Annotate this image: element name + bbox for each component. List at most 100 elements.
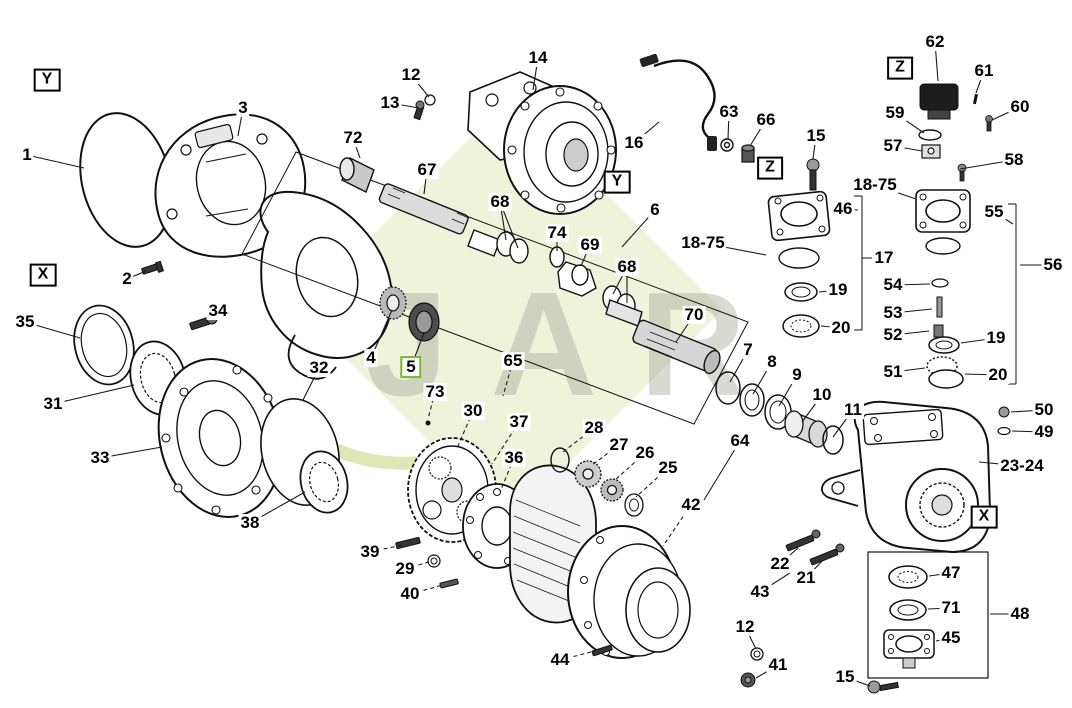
- part-callout-18-75[interactable]: 18-75: [851, 175, 899, 195]
- part-callout-39[interactable]: 39: [358, 542, 382, 562]
- part-callout-40[interactable]: 40: [398, 584, 422, 604]
- part-callout-47[interactable]: 47: [939, 563, 963, 583]
- part-callout-56[interactable]: 56: [1041, 255, 1065, 275]
- part-callout-49[interactable]: 49: [1032, 422, 1056, 442]
- part-callout-31[interactable]: 31: [41, 394, 65, 414]
- part-callout-7[interactable]: 7: [741, 340, 755, 360]
- part-callout-21[interactable]: 21: [794, 568, 818, 588]
- part-callout-54[interactable]: 54: [881, 275, 905, 295]
- part-callout-72[interactable]: 72: [341, 128, 365, 148]
- part-callout-16[interactable]: 16: [622, 133, 646, 153]
- part-plug-52: [933, 324, 944, 338]
- part-callout-12[interactable]: 12: [399, 65, 423, 85]
- part-callout-2[interactable]: 2: [120, 269, 134, 289]
- part-callout-61[interactable]: 61: [972, 61, 996, 81]
- part-callout-12[interactable]: 12: [733, 617, 757, 637]
- part-callout-41[interactable]: 41: [766, 655, 790, 675]
- part-callout-1[interactable]: 1: [20, 145, 34, 165]
- part-bolt-22: [785, 529, 821, 552]
- part-callout-71[interactable]: 71: [939, 598, 963, 618]
- part-callout-15[interactable]: 15: [833, 667, 857, 687]
- part-callout-64[interactable]: 64: [728, 431, 752, 451]
- leader-line-39: [369, 544, 403, 553]
- part-callout-46[interactable]: 46: [831, 199, 855, 219]
- part-callout-42[interactable]: 42: [679, 495, 703, 515]
- part-callout-53[interactable]: 53: [881, 303, 905, 323]
- part-callout-35[interactable]: 35: [13, 312, 37, 332]
- part-callout-58[interactable]: 58: [1002, 150, 1026, 170]
- part-callout-17[interactable]: 17: [872, 248, 896, 268]
- part-ring-19-left: [784, 282, 818, 302]
- part-callout-19[interactable]: 19: [826, 280, 850, 300]
- part-callout-34[interactable]: 34: [206, 301, 230, 321]
- view-marker-y: Y: [603, 170, 631, 194]
- part-callout-13[interactable]: 13: [378, 93, 402, 113]
- part-callout-63[interactable]: 63: [717, 102, 741, 122]
- part-callout-62[interactable]: 62: [923, 32, 947, 52]
- part-callout-22[interactable]: 22: [768, 554, 792, 574]
- part-callout-59[interactable]: 59: [883, 103, 907, 123]
- part-callout-37[interactable]: 37: [507, 412, 531, 432]
- part-bushing-5: [408, 302, 440, 342]
- part-callout-25[interactable]: 25: [656, 458, 680, 478]
- part-callout-32[interactable]: 32: [307, 358, 331, 378]
- part-callout-30[interactable]: 30: [461, 401, 485, 421]
- part-callout-20[interactable]: 20: [986, 365, 1010, 385]
- part-pin-53: [936, 296, 943, 318]
- part-callout-29[interactable]: 29: [393, 559, 417, 579]
- part-callout-11[interactable]: 11: [842, 400, 864, 420]
- leader-line-1: [26, 154, 85, 169]
- part-callout-57[interactable]: 57: [881, 136, 905, 156]
- part-callout-27[interactable]: 27: [607, 435, 631, 455]
- view-marker-x: X: [29, 263, 57, 287]
- part-bearing-20-left: [782, 314, 820, 338]
- part-callout-10[interactable]: 10: [810, 385, 834, 405]
- part-callout-6[interactable]: 6: [648, 200, 662, 220]
- part-callout-52[interactable]: 52: [881, 325, 905, 345]
- part-wheel-hub-33: [157, 358, 283, 518]
- part-gear-27: [574, 460, 602, 488]
- part-callout-74[interactable]: 74: [545, 223, 569, 243]
- part-washer-12a: [424, 94, 436, 106]
- part-callout-36[interactable]: 36: [502, 448, 526, 468]
- part-callout-26[interactable]: 26: [633, 443, 657, 463]
- part-callout-68[interactable]: 68: [488, 192, 512, 212]
- part-callout-70[interactable]: 70: [682, 305, 706, 325]
- part-callout-23-24[interactable]: 23-24: [998, 456, 1046, 476]
- part-ujoint-68a: [467, 229, 529, 264]
- part-callout-9[interactable]: 9: [790, 365, 804, 385]
- part-callout-55[interactable]: 55: [982, 202, 1006, 222]
- part-callout-65[interactable]: 65: [501, 351, 525, 371]
- part-callout-69[interactable]: 69: [578, 235, 602, 255]
- part-callout-68[interactable]: 68: [615, 257, 639, 277]
- part-callout-44[interactable]: 44: [548, 650, 572, 670]
- part-callout-67[interactable]: 67: [415, 160, 439, 180]
- part-callout-50[interactable]: 50: [1032, 400, 1056, 420]
- part-callout-14[interactable]: 14: [526, 48, 550, 68]
- part-screw-58: [957, 163, 967, 182]
- part-callout-8[interactable]: 8: [765, 352, 779, 372]
- part-wheel-hub-42: [567, 525, 691, 659]
- part-callout-5[interactable]: 5: [400, 356, 422, 378]
- part-bearing-47: [888, 565, 928, 589]
- part-callout-4[interactable]: 4: [364, 348, 378, 368]
- part-callout-18-75[interactable]: 18-75: [679, 233, 727, 253]
- part-bolt-39: [395, 536, 421, 550]
- part-callout-45[interactable]: 45: [939, 628, 963, 648]
- part-callout-28[interactable]: 28: [582, 418, 606, 438]
- part-callout-38[interactable]: 38: [238, 513, 262, 533]
- part-callout-20[interactable]: 20: [829, 318, 853, 338]
- part-callout-19[interactable]: 19: [984, 328, 1008, 348]
- bracket-17: [854, 195, 872, 331]
- part-callout-48[interactable]: 48: [1008, 604, 1032, 624]
- part-sensor-62: [919, 83, 959, 120]
- part-callout-43[interactable]: 43: [748, 582, 772, 602]
- part-callout-60[interactable]: 60: [1008, 97, 1032, 117]
- part-callout-33[interactable]: 33: [88, 448, 112, 468]
- part-callout-15[interactable]: 15: [804, 126, 828, 146]
- part-callout-66[interactable]: 66: [754, 110, 778, 130]
- part-callout-51[interactable]: 51: [881, 362, 905, 382]
- part-callout-73[interactable]: 73: [423, 382, 447, 402]
- part-callout-3[interactable]: 3: [236, 98, 250, 118]
